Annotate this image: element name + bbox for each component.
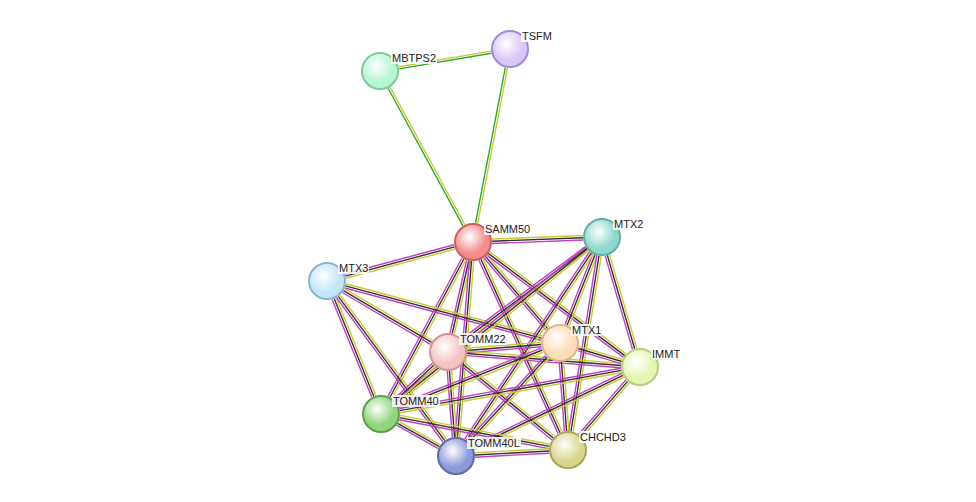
edge-strand (345, 289, 433, 341)
edge-strand (475, 67, 505, 223)
node-label: TOMM40L (467, 437, 521, 449)
edge-strand (345, 288, 541, 340)
node-label: MBTPS2 (391, 52, 437, 64)
interaction-edge (475, 67, 507, 223)
edge-strand (580, 381, 627, 435)
edge-strand (340, 295, 446, 439)
edge-strand (469, 357, 547, 442)
interaction-edge (559, 362, 569, 431)
edge-strand (336, 298, 376, 396)
interaction-edge (337, 295, 447, 442)
edge-strand (578, 351, 622, 364)
node-label: MTX2 (613, 218, 644, 230)
protein-node: TSFM (491, 30, 529, 68)
edge-strand (578, 348, 622, 361)
protein-node: MBTPS2 (361, 52, 399, 90)
interaction-edge (332, 298, 376, 397)
edge-strand (605, 256, 632, 350)
edge-strand (467, 253, 592, 440)
edge-strand (607, 255, 634, 349)
edge-strand (579, 380, 626, 434)
interaction-edge (579, 380, 629, 437)
edge-strand (392, 260, 466, 398)
protein-node: MTX3 (308, 262, 346, 300)
protein-node: MTX2 (583, 218, 621, 256)
protein-node: IMMT (621, 348, 659, 386)
edge-strand (559, 362, 564, 431)
edge-strand (463, 364, 554, 438)
edge-strand (388, 88, 463, 226)
protein-node: CHCHD3 (549, 431, 587, 469)
edge-strand (492, 240, 583, 244)
node-label: SAMM50 (484, 223, 531, 235)
edge-strand (397, 425, 439, 448)
protein-node: TOMM22 (429, 333, 467, 371)
interaction-edge (394, 247, 588, 404)
node-label: TOMM22 (459, 333, 507, 345)
edge-strand (390, 87, 465, 225)
interaction-edge (578, 346, 623, 363)
node-label: CHCHD3 (579, 431, 627, 443)
node-label: TOMM40 (392, 395, 440, 407)
edge-strand (609, 255, 636, 349)
protein-node: TOMM40L (437, 437, 475, 475)
protein-node: MTX1 (541, 324, 579, 362)
interaction-edge (475, 449, 549, 457)
edge-strand (582, 383, 629, 437)
interaction-edge (605, 255, 637, 350)
node-label: MTX1 (571, 324, 602, 336)
interaction-edge (399, 415, 550, 448)
node-label: IMMT (651, 348, 681, 360)
interaction-edge (397, 421, 441, 448)
edge-strand (342, 293, 430, 345)
protein-node: SAMM50 (454, 223, 492, 261)
protein-node: TOMM40 (362, 395, 400, 433)
edge-strand (465, 252, 590, 439)
edge-strand (478, 68, 508, 224)
node-label: MTX3 (338, 262, 369, 274)
edge-strand (399, 420, 549, 449)
edge-strand (475, 453, 549, 457)
edge-strand (346, 284, 542, 336)
edge-strand (338, 296, 444, 440)
interaction-edge (388, 87, 465, 226)
node-label: TSFM (521, 30, 553, 42)
interaction-edge (492, 236, 583, 244)
